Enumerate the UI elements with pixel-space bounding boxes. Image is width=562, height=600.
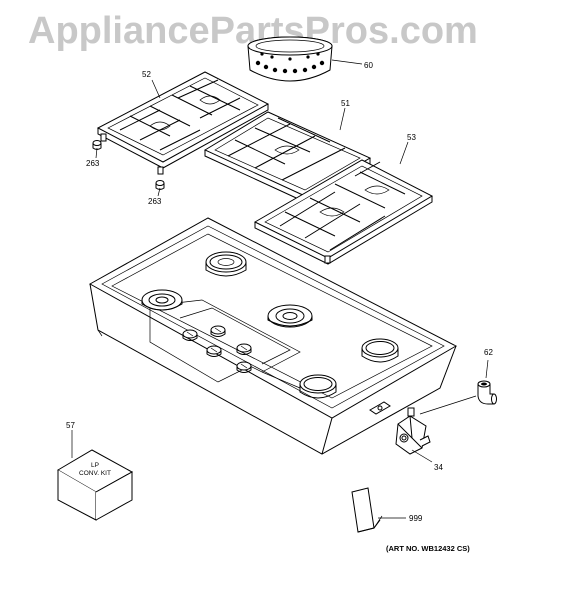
callout-34: 34	[434, 463, 443, 472]
callout-53: 53	[407, 133, 416, 142]
lp-conversion-kit-57[interactable]: LP CONV. KIT	[57, 449, 134, 521]
burner-center[interactable]	[267, 304, 313, 328]
grate-51[interactable]	[203, 111, 372, 203]
callout-51: 51	[341, 99, 350, 108]
callout-263-b: 263	[148, 197, 162, 206]
callout-60: 60	[364, 61, 373, 70]
kit-label-line1: LP	[91, 462, 99, 469]
burner-right-front[interactable]	[299, 374, 337, 399]
elbow-fitting-62[interactable]	[477, 380, 497, 405]
mounting-tab	[369, 401, 391, 415]
art-number: (ART NO. WB12432 CS)	[386, 544, 470, 553]
cooktop-body[interactable]	[88, 217, 458, 455]
callout-62: 62	[484, 348, 493, 357]
control-knobs[interactable]	[182, 325, 252, 373]
literature-999[interactable]	[351, 487, 383, 533]
grate-53[interactable]	[253, 159, 434, 265]
callout-57: 57	[66, 421, 75, 430]
callout-263-a: 263	[86, 159, 100, 168]
kit-label-line2: CONV. KIT	[79, 470, 111, 477]
rubber-foot-263-b[interactable]	[155, 180, 165, 190]
burner-left-front[interactable]	[141, 289, 183, 311]
callout-999: 999	[409, 514, 423, 523]
burner-right-rear[interactable]	[361, 338, 399, 363]
callout-52: 52	[142, 70, 151, 79]
grate-52[interactable]	[96, 71, 270, 175]
pressure-regulator-34[interactable]	[395, 407, 431, 455]
burner-left-rear[interactable]	[205, 251, 247, 277]
burner-ring-60[interactable]	[247, 36, 333, 82]
